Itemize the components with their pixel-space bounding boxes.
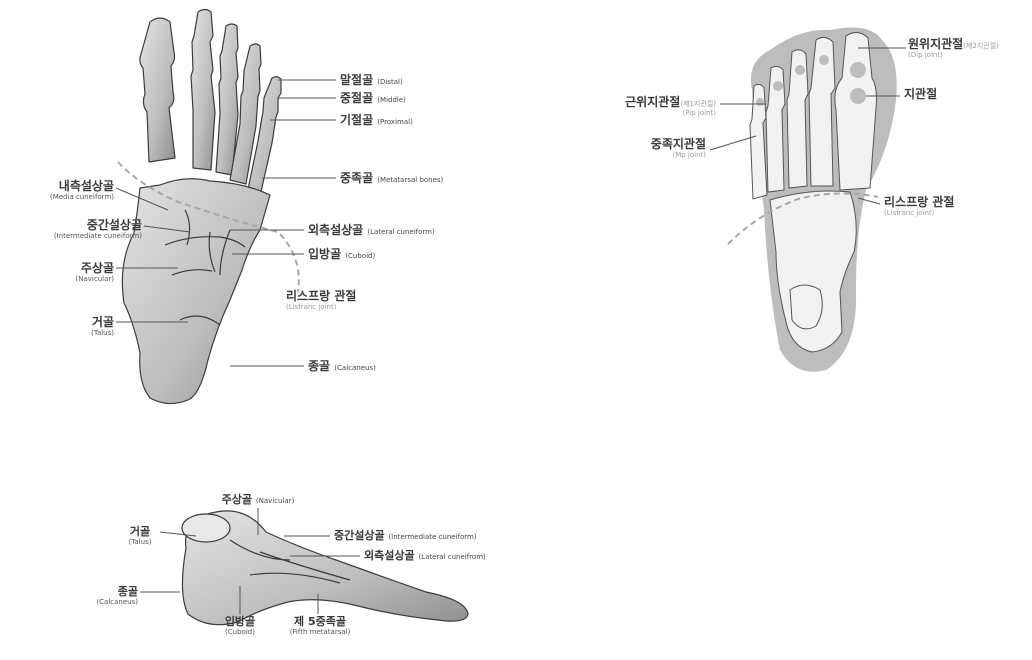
label-ip-joint: 지관절 (904, 88, 937, 100)
label-metatarsal-bones: 중족골 (Metatarsal bones) (340, 172, 443, 184)
label-lateral-talus: 거골(Talus) (118, 526, 162, 546)
label-dip-joint: 원위지관절(제2지관절)(Dip joint) (908, 38, 999, 59)
label-talus: 거골(Talus) (40, 316, 114, 337)
label-pip-joint: 근위지관절(제1지관절)(Pip joint) (560, 96, 716, 117)
label-lateral-cuboid: 입방골(Cuboid) (212, 616, 268, 636)
label-lisfranc-joint-plantar: 리스프랑 관절(Lisfranc joint) (884, 196, 954, 217)
dorsal-foot-skeleton (122, 10, 281, 404)
label-lisfranc-joint-dorsal: 리스프랑 관절(Lisfranc joint) (286, 290, 356, 311)
label-lateral-intermediate-cuneiform: 중간설상골 (Intermediate cuneiform) (334, 530, 477, 541)
label-medial-cuneiform: 내측설상골(Media cuneiform) (20, 180, 114, 201)
label-calcaneus: 종골 (Calcaneus) (308, 360, 376, 372)
lateral-foot-skeleton (182, 511, 468, 625)
label-cuboid: 입방골 (Cuboid) (308, 248, 375, 260)
label-distal-phalanx: 말절골 (Distal) (340, 74, 403, 86)
label-lateral-calcaneus: 종골(Calcaneus) (76, 586, 138, 606)
label-lateral-cuneiform: 외측설상골 (Lateral cuneiform) (308, 224, 435, 236)
label-lateral-lateral-cuneiform: 외측설상골 (Lateral cuneifrom) (364, 550, 486, 561)
label-proximal-phalanx: 기절골 (Proximal) (340, 114, 413, 126)
label-fifth-metatarsal: 제 5중족골(Fifth metatarsal) (280, 616, 360, 636)
label-middle-phalanx: 중절골 (Middle) (340, 92, 406, 104)
label-navicular: 주상골(Navicular) (40, 262, 114, 283)
label-mp-joint: 중족지관절(Mp joint) (610, 138, 706, 159)
label-lateral-navicular: 주상골 (Navicular) (218, 494, 298, 505)
plantar-foot-outline (750, 28, 897, 372)
label-intermediate-cuneiform: 중간설상골(Intermediate cuneiform) (2, 219, 142, 240)
